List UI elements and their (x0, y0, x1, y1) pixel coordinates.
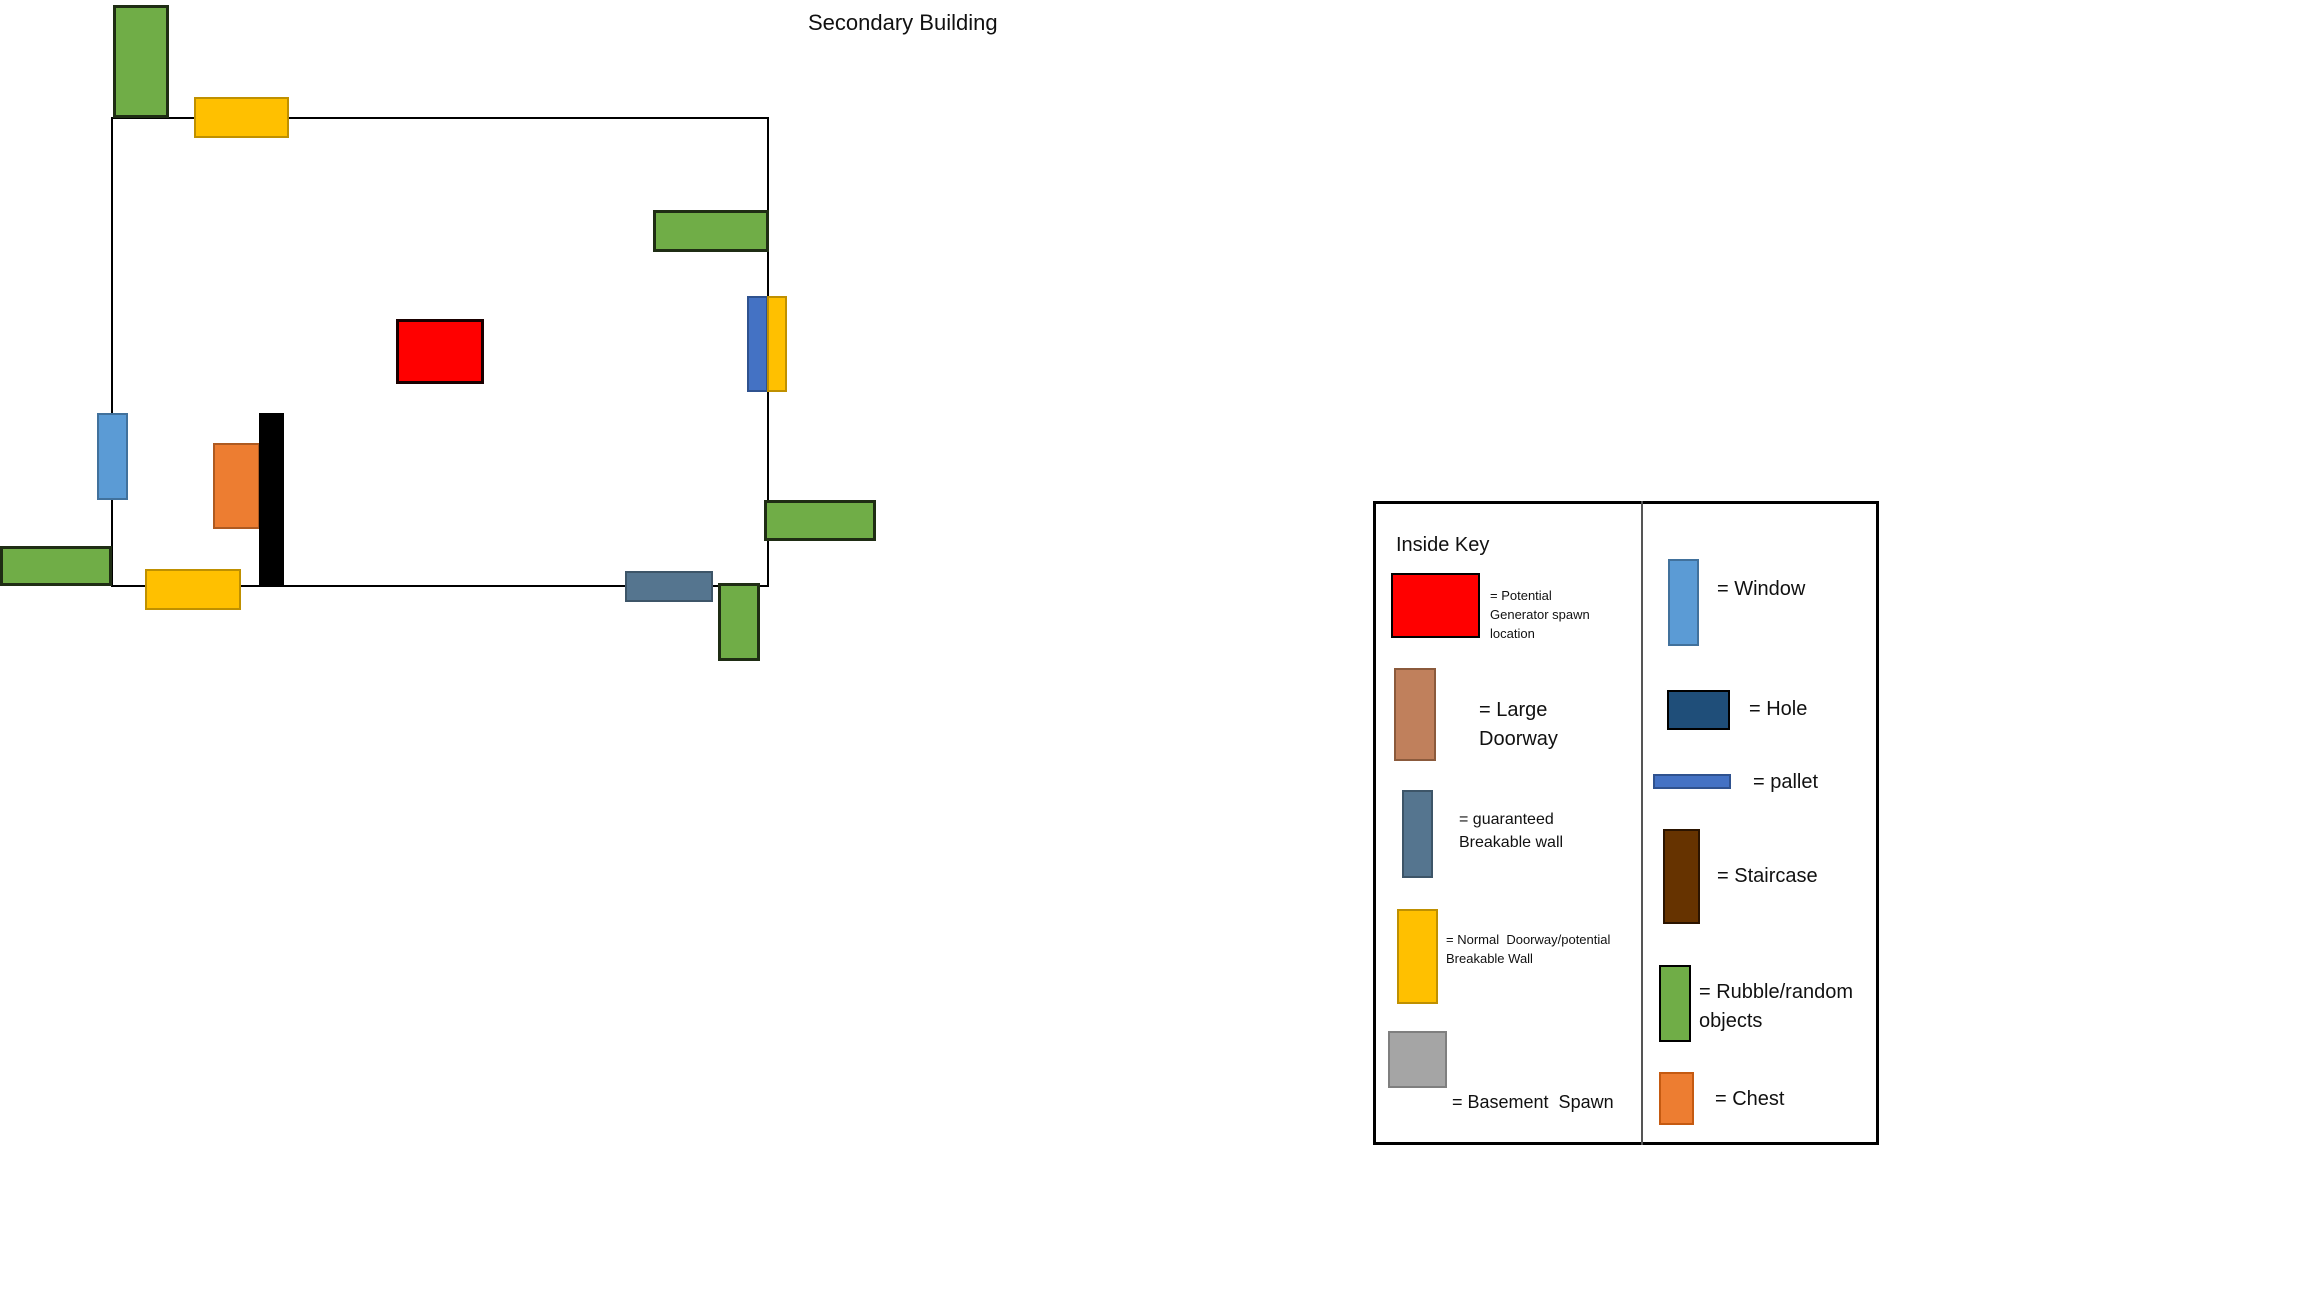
rubble-top-left (113, 5, 169, 118)
legend-swatch-large-doorway (1394, 668, 1436, 761)
legend-label-normal-doorway: = Normal Doorway/potential Breakable Wal… (1446, 932, 1611, 966)
rubble-bottom-right (718, 583, 760, 661)
pallet-right-wall (747, 296, 768, 392)
legend-label-chest: = Chest (1715, 1088, 1785, 1110)
rubble-right-lower (764, 500, 876, 541)
legend-label-large-doorway: = Large Doorway (1479, 699, 1558, 750)
legend-label-basement-spawn: = Basement Spawn (1452, 1091, 1614, 1112)
breakable-wall-bottom (625, 571, 713, 602)
legend-swatch-staircase (1663, 829, 1700, 924)
chest (213, 443, 260, 529)
legend-label-generator: = Potential Generator spawn location (1490, 588, 1590, 641)
doorway-bottom (145, 569, 241, 610)
legend-swatch-normal-doorway (1397, 909, 1438, 1004)
doorway-right (767, 296, 787, 392)
legend-label-pallet: = pallet (1753, 771, 1819, 793)
legend-label-breakable-wall: = guaranteed Breakable wall (1459, 811, 1564, 851)
legend-label-staircase: = Staircase (1717, 865, 1818, 887)
building-wall-bottom (112, 585, 769, 587)
legend-swatch-hole (1667, 690, 1730, 730)
rubble-bottom-left (0, 546, 112, 586)
building-wall-left (111, 117, 113, 587)
legend-swatch-basement-spawn (1388, 1031, 1447, 1088)
doorway-top (194, 97, 289, 138)
legend-swatch-pallet (1653, 774, 1731, 789)
legend-label-hole: = Hole (1749, 698, 1808, 720)
legend-swatch-rubble (1659, 965, 1691, 1042)
interior-wall (259, 413, 284, 586)
legend-swatch-breakable-wall (1402, 790, 1433, 878)
window-left-wall (97, 413, 128, 500)
legend-label-rubble: = Rubble/random objects (1699, 981, 1853, 1032)
generator-spawn (396, 319, 484, 384)
legend-swatch-window (1668, 559, 1699, 646)
rubble-right-upper (653, 210, 769, 252)
legend-swatch-chest (1659, 1072, 1694, 1125)
legend-heading: Inside Key (1396, 534, 1490, 556)
legend-divider (1641, 501, 1643, 1145)
legend-label-window: = Window (1717, 578, 1806, 600)
building-wall-top (112, 117, 769, 119)
diagram-title: Secondary Building (808, 10, 998, 35)
legend-swatch-generator (1391, 573, 1480, 638)
